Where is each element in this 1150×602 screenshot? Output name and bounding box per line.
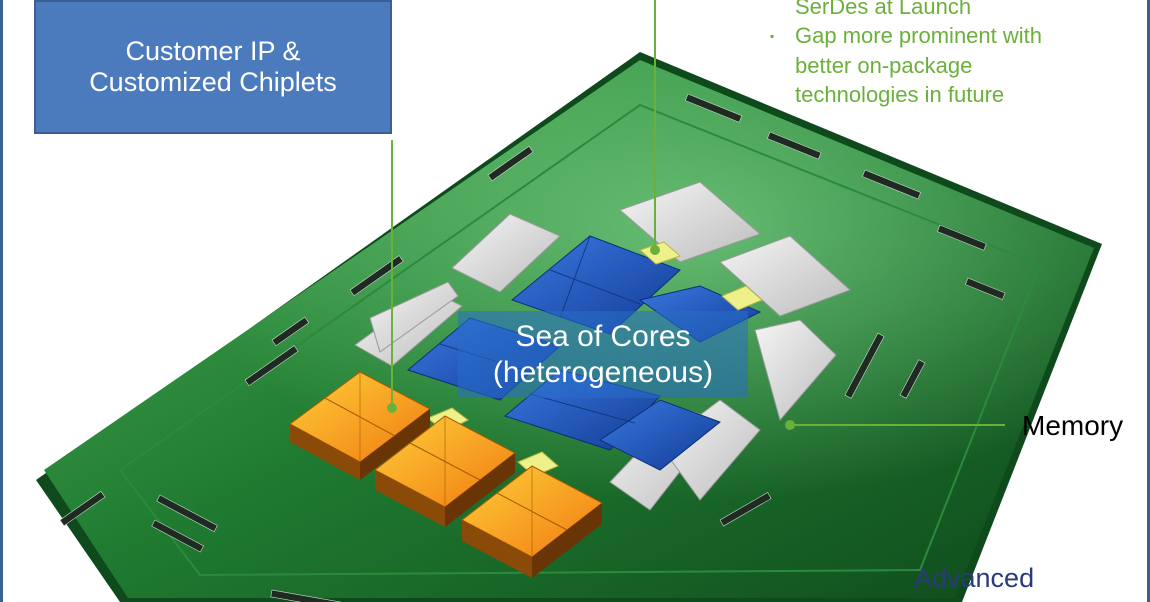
- slide-frame-right: [1147, 0, 1150, 602]
- bullet-line-top: SerDes at Launch: [795, 0, 972, 19]
- sea-of-cores-line2: (heterogeneous): [492, 355, 714, 389]
- callout-leader-lines: [387, 0, 1005, 430]
- sea-of-cores-label: Sea of Cores (heterogeneous): [458, 311, 748, 398]
- chiplet-stacks: [289, 371, 603, 578]
- bullet-marker-icon: ▪: [770, 29, 775, 43]
- package-contacts: [59, 93, 1006, 602]
- advanced-label: Advanced: [914, 563, 1035, 593]
- customer-ip-line1: Customer IP &: [125, 36, 301, 66]
- customer-ip-callout: Customer IP & Customized Chiplets: [34, 0, 392, 134]
- customer-ip-line2: Customized Chiplets: [89, 67, 337, 97]
- slide-frame-left: [0, 0, 3, 602]
- bullet-list: SerDes at Launch ▪ Gap more prominent wit…: [770, 0, 1130, 109]
- bullet-item-line3: technologies in future: [795, 82, 1005, 107]
- sea-of-cores-line1: Sea of Cores: [515, 319, 691, 353]
- memory-tiles: [354, 181, 851, 511]
- bullet-item: ▪ Gap more prominent with: [770, 21, 1130, 51]
- bullet-item-line2: better on-package: [795, 53, 973, 78]
- memory-label: Memory: [1022, 410, 1124, 441]
- bullet-item-line1: Gap more prominent with: [795, 23, 1042, 48]
